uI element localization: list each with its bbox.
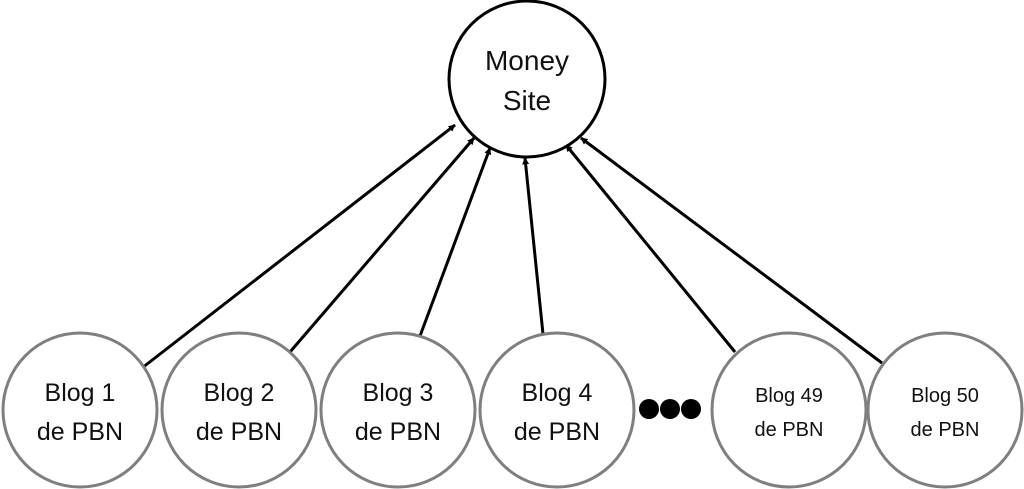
blog-circle	[160, 331, 318, 489]
blog-node-50: Blog 50 de PBN	[866, 331, 1024, 489]
blog-label-line2: de PBN	[911, 419, 980, 441]
arrow-blog-1	[141, 123, 456, 370]
blog-label-line1: Blog 4	[522, 379, 593, 407]
ellipsis-dots	[639, 399, 701, 419]
blog-node-3: Blog 3 de PBN	[319, 331, 477, 489]
arrow-blog-49	[564, 144, 737, 353]
hub-node: Money Site	[447, 0, 607, 159]
blog-circle	[866, 331, 1024, 489]
blog-label-line2: de PBN	[196, 418, 282, 446]
blog-label-line2: de PBN	[755, 419, 824, 441]
arrow-blog-2	[288, 137, 476, 353]
blog-label-line1: Blog 1	[45, 379, 116, 407]
arrow-blog-4	[522, 157, 545, 335]
blog-label-line2: de PBN	[355, 418, 441, 446]
blog-node-1: Blog 1 de PBN	[1, 331, 159, 489]
arrow-blog-50	[580, 136, 883, 365]
blog-circle	[478, 331, 636, 489]
blog-label-line1: Blog 50	[911, 385, 979, 407]
blog-label-line2: de PBN	[514, 418, 600, 446]
ellipsis-dot	[639, 399, 659, 419]
blog-node-4: Blog 4 de PBN	[478, 331, 636, 489]
hub-label-line1: Money	[485, 45, 569, 76]
blog-node-2: Blog 2 de PBN	[160, 331, 318, 489]
blog-label-line2: de PBN	[37, 418, 123, 446]
blog-label-line1: Blog 3	[363, 379, 434, 407]
arrow-blog-3	[418, 147, 492, 337]
blog-label-line1: Blog 2	[204, 379, 275, 407]
blog-circle	[319, 331, 477, 489]
blog-circle	[1, 331, 159, 489]
ellipsis-dot	[681, 399, 701, 419]
blog-label-line1: Blog 49	[755, 385, 823, 407]
ellipsis-dot	[660, 399, 680, 419]
blog-node-49: Blog 49 de PBN	[710, 331, 868, 489]
hub-circle	[447, 0, 607, 159]
blog-circle	[710, 331, 868, 489]
link-arrows	[141, 123, 883, 370]
hub-label-line2: Site	[503, 85, 551, 116]
